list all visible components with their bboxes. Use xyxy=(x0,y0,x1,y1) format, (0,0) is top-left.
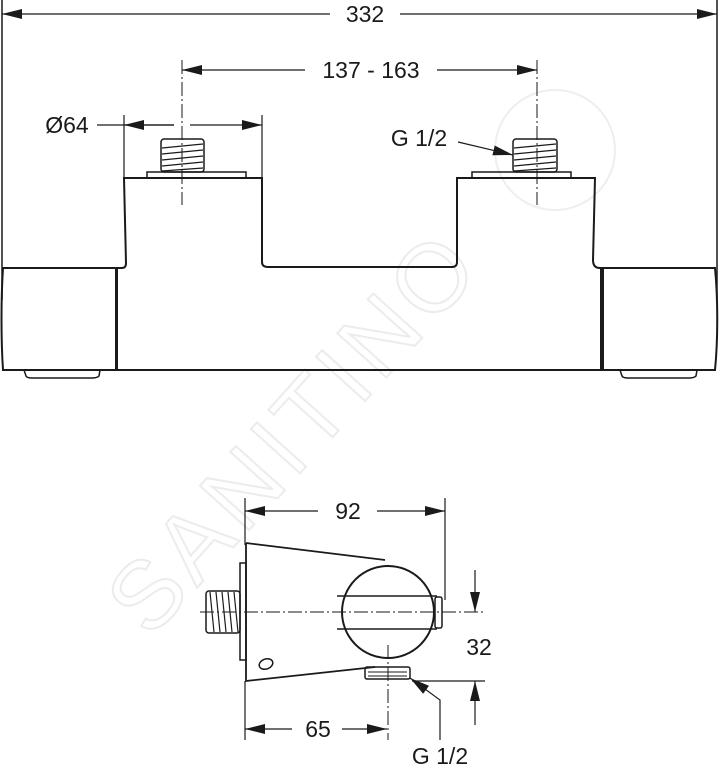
right-cap-foot xyxy=(618,369,698,379)
side-body xyxy=(245,542,386,683)
right-inlet-thread xyxy=(512,138,558,173)
front-dimensions xyxy=(2,8,717,156)
dim-overall-width: 332 xyxy=(346,1,384,27)
side-dimensions xyxy=(244,498,485,740)
dim-diameter: Ø64 xyxy=(45,112,89,138)
side-view xyxy=(200,542,485,740)
left-end-cap xyxy=(0,267,117,371)
right-end-cap xyxy=(602,267,719,371)
label-outlet-thread: G 1/2 xyxy=(412,743,468,769)
valve-body xyxy=(116,177,602,371)
watermark: SANITINO xyxy=(85,209,502,655)
label-inlet-thread: G 1/2 xyxy=(391,125,447,151)
left-cap-foot xyxy=(22,369,101,379)
dim-depth: 92 xyxy=(335,498,361,524)
dim-outlet-height: 32 xyxy=(466,634,492,660)
dim-outlet-offset: 65 xyxy=(305,716,331,742)
screw-hole xyxy=(258,657,274,671)
dim-inlet-spacing: 137 - 163 xyxy=(322,57,419,83)
svg-text:SANITINO: SANITINO xyxy=(86,210,501,654)
front-view xyxy=(0,0,719,379)
